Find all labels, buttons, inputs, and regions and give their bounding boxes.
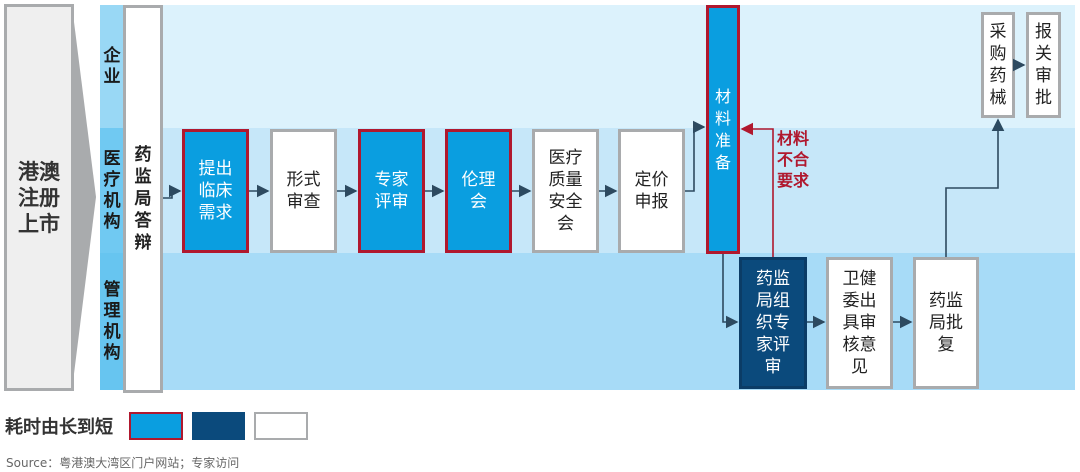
legend-swatch-short <box>254 412 308 440</box>
step-nmpa-approval: 药监 局批 复 <box>913 257 979 389</box>
lane-label-medical: 医 疗 机 构 <box>100 128 124 253</box>
source-note: Source：粤港澳大湾区门户网站；专家访问 <box>6 456 240 470</box>
step-quality-safety: 医疗 质量 安全 会 <box>532 129 599 253</box>
reject-note: 材料 不合 要求 <box>777 129 810 190</box>
legend-label: 耗时由长到短 <box>5 417 113 438</box>
lane-label-admin: 管 理 机 构 <box>100 253 124 390</box>
step-ethics: 伦理 会 <box>445 129 512 253</box>
step-pricing: 定价 申报 <box>618 129 685 253</box>
step-materials: 材 料 准 备 <box>706 5 740 254</box>
legend-swatch-long <box>129 412 183 440</box>
defense-box: 药 监 局 答 辩 <box>123 5 163 393</box>
lane-enterprise <box>162 5 1075 128</box>
step-clinical-need: 提出 临床 需求 <box>182 129 249 253</box>
step-formal-review: 形式 审查 <box>270 129 337 253</box>
legend-swatch-mid <box>192 412 245 440</box>
side-label: 港澳 注册 上市 <box>18 159 60 236</box>
step-customs: 报 关 审 批 <box>1026 12 1061 118</box>
step-expert-review: 专家 评审 <box>358 129 425 253</box>
step-health-commission: 卫健 委出 具审 核意 见 <box>826 257 893 389</box>
lane-label-enterprise: 企 业 <box>100 5 124 128</box>
side-label-box: 港澳 注册 上市 <box>4 4 74 391</box>
step-nmpa-expert-review: 药监 局组 织专 家评 审 <box>739 257 807 389</box>
